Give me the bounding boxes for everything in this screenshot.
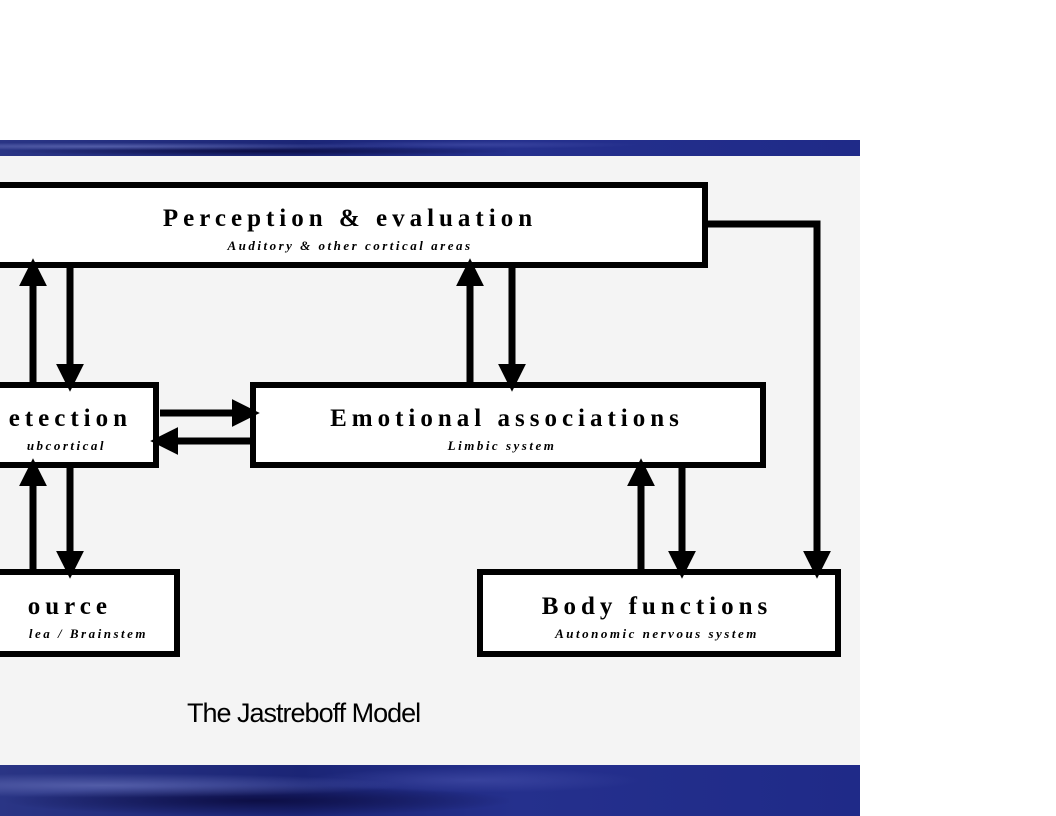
box-source: ource lea / Brainstem — [0, 569, 180, 657]
body-subtitle: Autonomic nervous system — [554, 626, 759, 641]
arrows — [19, 220, 831, 579]
diagram-caption: The Jastreboff Model — [187, 698, 421, 728]
emotional-subtitle: Limbic system — [447, 438, 557, 453]
perception-title: Perception & evaluation — [163, 205, 537, 232]
source-title: ource — [28, 593, 112, 620]
box-detection: etection ubcortical — [0, 382, 159, 468]
detection-title: etection — [9, 405, 132, 432]
source-subtitle: lea / Brainstem — [29, 626, 148, 641]
emotional-title: Emotional associations — [330, 405, 684, 432]
box-emotional-associations: Emotional associations Limbic system — [250, 382, 766, 468]
perception-subtitle: Auditory & other cortical areas — [226, 238, 472, 253]
jastreboff-diagram: Perception & evaluation Auditory & other… — [0, 182, 841, 657]
slide: Perception & evaluation Auditory & other… — [0, 140, 860, 816]
detection-subtitle: ubcortical — [27, 438, 106, 453]
arrow-perception-to-body — [708, 220, 831, 579]
top-decorative-band — [0, 140, 860, 156]
box-body-functions: Body functions Autonomic nervous system — [477, 569, 841, 657]
body-title: Body functions — [542, 593, 772, 620]
bottom-decorative-band — [0, 765, 860, 816]
box-perception: Perception & evaluation Auditory & other… — [0, 182, 708, 268]
